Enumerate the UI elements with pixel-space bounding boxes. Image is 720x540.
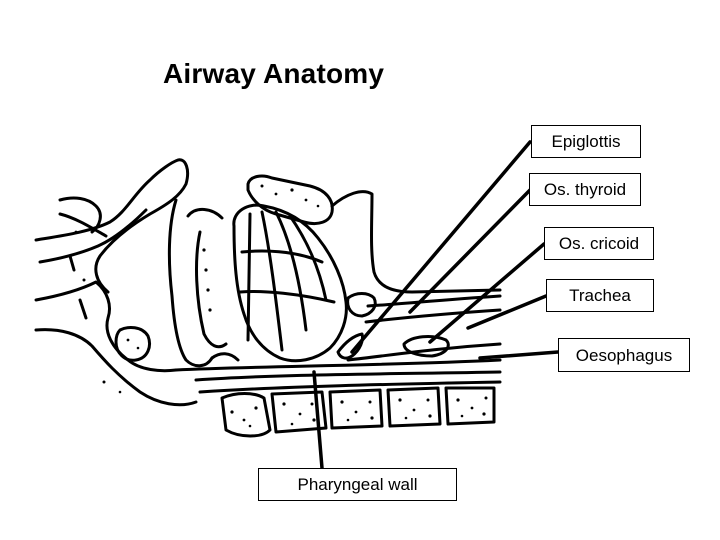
nasal-inner-outline (38, 208, 148, 264)
larynx-upper-outline (330, 190, 502, 294)
label-os-thyroid: Os. thyroid (529, 173, 641, 206)
vertebra-outline (270, 390, 328, 434)
leader-lines (312, 140, 560, 470)
vertebra-outline (386, 386, 442, 428)
bone-stipple (74, 184, 488, 428)
nasal-cavity-outline (34, 158, 190, 294)
vertebra-outline (328, 388, 384, 430)
soft-palate-outline (167, 198, 214, 368)
label-oesophagus: Oesophagus (558, 338, 690, 372)
leader-oesophagus (478, 350, 560, 360)
leader-trachea (466, 294, 548, 330)
label-trachea: Trachea (546, 279, 654, 312)
tongue-outline (232, 203, 348, 363)
label-epiglottis: Epiglottis (531, 125, 641, 158)
epiglottis-outline (336, 332, 364, 360)
page-title: Airway Anatomy (163, 58, 385, 89)
nasopharynx-outline (34, 328, 198, 407)
hard-palate-bone (114, 326, 151, 362)
leader-cricoid (428, 242, 546, 344)
cartilage-thyroid (346, 292, 377, 318)
leader-epiglottis (350, 140, 532, 354)
uvula-outline (210, 352, 240, 362)
pharyngeal-wall-line (194, 370, 502, 382)
leader-pharyngeal-wall (312, 370, 324, 470)
oesophagus-lower-wall (174, 358, 502, 372)
skull-base-outline (58, 196, 102, 234)
label-os-cricoid: Os. cricoid (544, 227, 654, 260)
palate-outline (34, 280, 178, 373)
hyoid-outline (246, 174, 334, 226)
label-pharyngeal-wall: Pharyngeal wall (258, 468, 457, 501)
oesophagus-upper-wall (346, 342, 502, 362)
leader-thyroid (408, 188, 532, 314)
vertebra-outline (444, 386, 496, 426)
vertebra-outline (220, 392, 272, 438)
